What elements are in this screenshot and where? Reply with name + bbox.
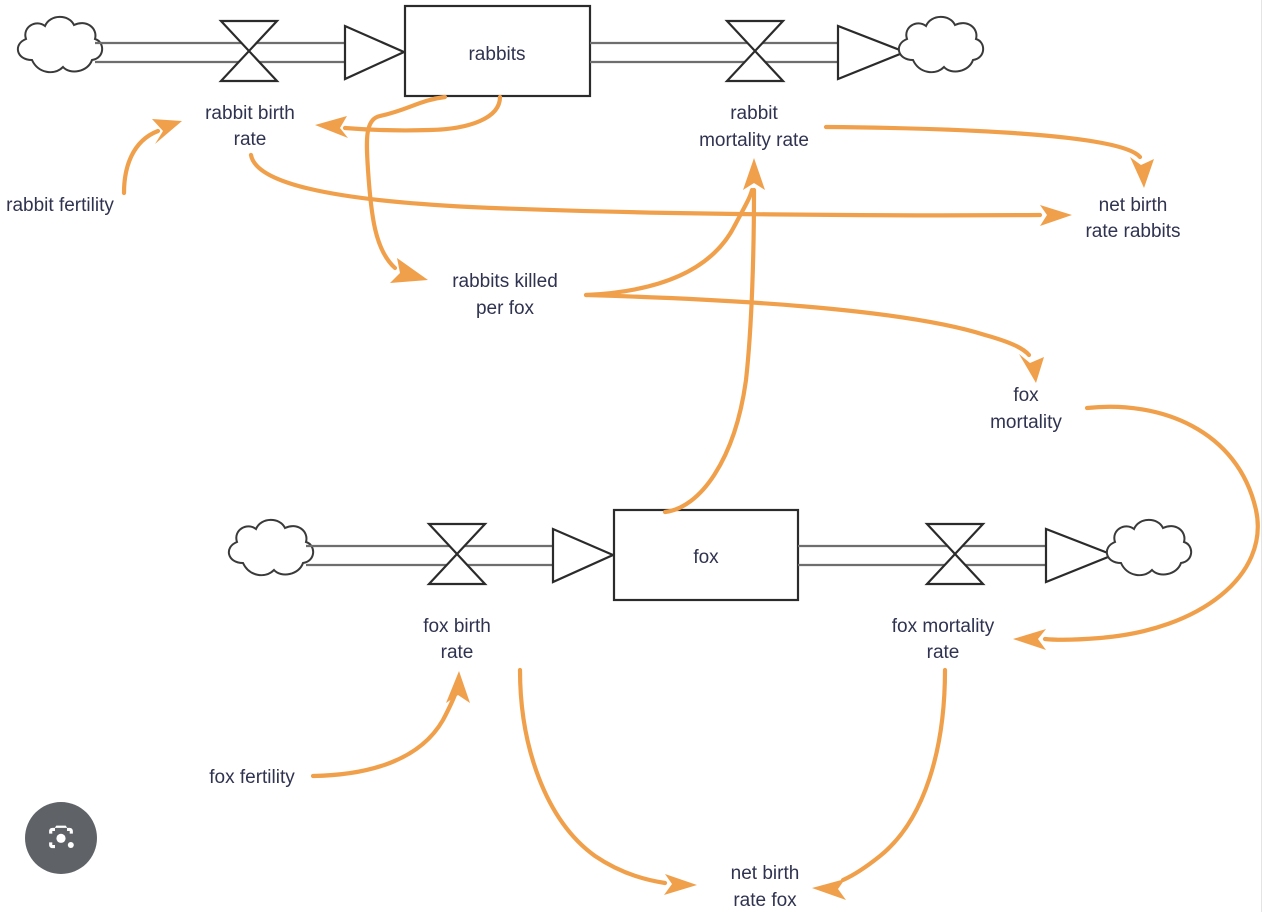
pipe-fox-inflow-left	[306, 544, 457, 567]
stock-fox[interactable]: fox	[612, 508, 800, 602]
valve-rabbit-birth-rate[interactable]	[218, 19, 280, 83]
svg-text:rabbits killed: rabbits killed	[452, 271, 558, 292]
pipe-rabbit-outflow-left	[590, 41, 755, 64]
label-fox-fertility: fox fertility	[209, 767, 295, 788]
link-rabbit-mortality-rate-to-net-birth-rate-rabbits	[823, 124, 1154, 188]
cloud-rabbit-source	[16, 15, 104, 74]
link-rabbits-to-rabbit-birth-rate	[315, 94, 503, 138]
label-rabbit-fertility: rabbit fertility	[6, 195, 114, 216]
stock-rabbits-label: rabbits	[468, 44, 525, 65]
valve-fox-mortality-rate[interactable]	[924, 522, 986, 586]
link-rabbits-killed-per-fox-to-fox-mortality	[583, 292, 1044, 383]
label-rabbits-killed-per-fox: rabbits killed per fox	[452, 271, 558, 319]
svg-text:rate fox: rate fox	[733, 890, 797, 911]
lens-icon	[49, 825, 74, 849]
label-net-birth-rate-fox: net birth rate fox	[731, 863, 800, 911]
stock-rabbits[interactable]: rabbits	[403, 4, 592, 98]
pipe-rabbit-outflow-right	[755, 41, 838, 64]
svg-text:rabbit: rabbit	[730, 103, 778, 124]
svg-text:fox mortality: fox mortality	[892, 616, 995, 637]
valve-fox-birth-rate[interactable]	[426, 522, 488, 586]
flow-arrowhead-rabbit-outflow	[836, 24, 908, 81]
link-fox-birth-rate-to-net-birth-rate-fox	[517, 667, 697, 895]
svg-text:fox fertility: fox fertility	[209, 767, 295, 788]
stock-fox-label: fox	[693, 547, 719, 568]
label-rabbit-mortality-rate: rabbit mortality rate	[699, 103, 809, 151]
svg-text:net birth: net birth	[1099, 195, 1168, 216]
flow-arrowhead-fox-inflow	[551, 527, 616, 584]
svg-text:rate: rate	[441, 642, 474, 663]
link-rabbit-fertility-to-rabbit-birth-rate	[121, 119, 182, 196]
google-lens-button[interactable]	[25, 802, 97, 874]
pipe-fox-outflow-right	[955, 544, 1046, 567]
pipe-fox-inflow-right	[457, 544, 553, 567]
svg-text:mortality: mortality	[990, 412, 1062, 433]
cloud-fox-source	[227, 518, 315, 577]
cloud-fox-sink	[1105, 518, 1193, 577]
link-rabbit-birth-rate-to-net-birth-rate-rabbits	[248, 152, 1072, 226]
svg-text:fox: fox	[1013, 385, 1039, 406]
pipe-rabbit-inflow-left	[95, 41, 249, 64]
link-fox-mortality-to-fox-mortality-rate	[1013, 404, 1260, 650]
label-fox-mortality-rate: fox mortality rate	[892, 616, 995, 663]
svg-text:rabbit fertility: rabbit fertility	[6, 195, 114, 216]
flow-arrowhead-rabbit-inflow	[343, 24, 407, 81]
svg-text:rate: rate	[234, 129, 267, 150]
label-fox-birth-rate: fox birth rate	[423, 616, 491, 663]
svg-text:rate rabbits: rate rabbits	[1085, 221, 1180, 242]
link-rabbits-to-rabbits-killed-per-fox	[364, 94, 448, 283]
valve-rabbit-mortality-rate[interactable]	[724, 19, 786, 83]
svg-text:rabbit birth: rabbit birth	[205, 103, 295, 124]
pipe-fox-outflow-left	[798, 544, 955, 567]
svg-text:fox birth: fox birth	[423, 616, 491, 637]
link-fox-mortality-rate-to-net-birth-rate-fox	[812, 667, 948, 900]
svg-text:rate: rate	[927, 642, 960, 663]
link-fox-fertility-to-fox-birth-rate	[310, 671, 470, 779]
label-fox-mortality: fox mortality	[990, 385, 1062, 433]
pipe-rabbit-inflow-right	[249, 41, 345, 64]
link-fox-to-rabbit-mortality-rate	[662, 158, 765, 515]
link-rabbits-killed-per-fox-to-rabbit-mortality-rate	[583, 187, 755, 298]
svg-text:mortality rate: mortality rate	[699, 130, 809, 151]
label-rabbit-birth-rate: rabbit birth rate	[205, 103, 295, 150]
cloud-rabbit-sink	[897, 15, 985, 74]
flow-arrowhead-fox-outflow	[1044, 527, 1116, 584]
svg-text:per fox: per fox	[476, 298, 535, 319]
label-net-birth-rate-rabbits: net birth rate rabbits	[1085, 195, 1180, 242]
right-edge-divider	[1261, 0, 1262, 912]
svg-text:net birth: net birth	[731, 863, 800, 884]
